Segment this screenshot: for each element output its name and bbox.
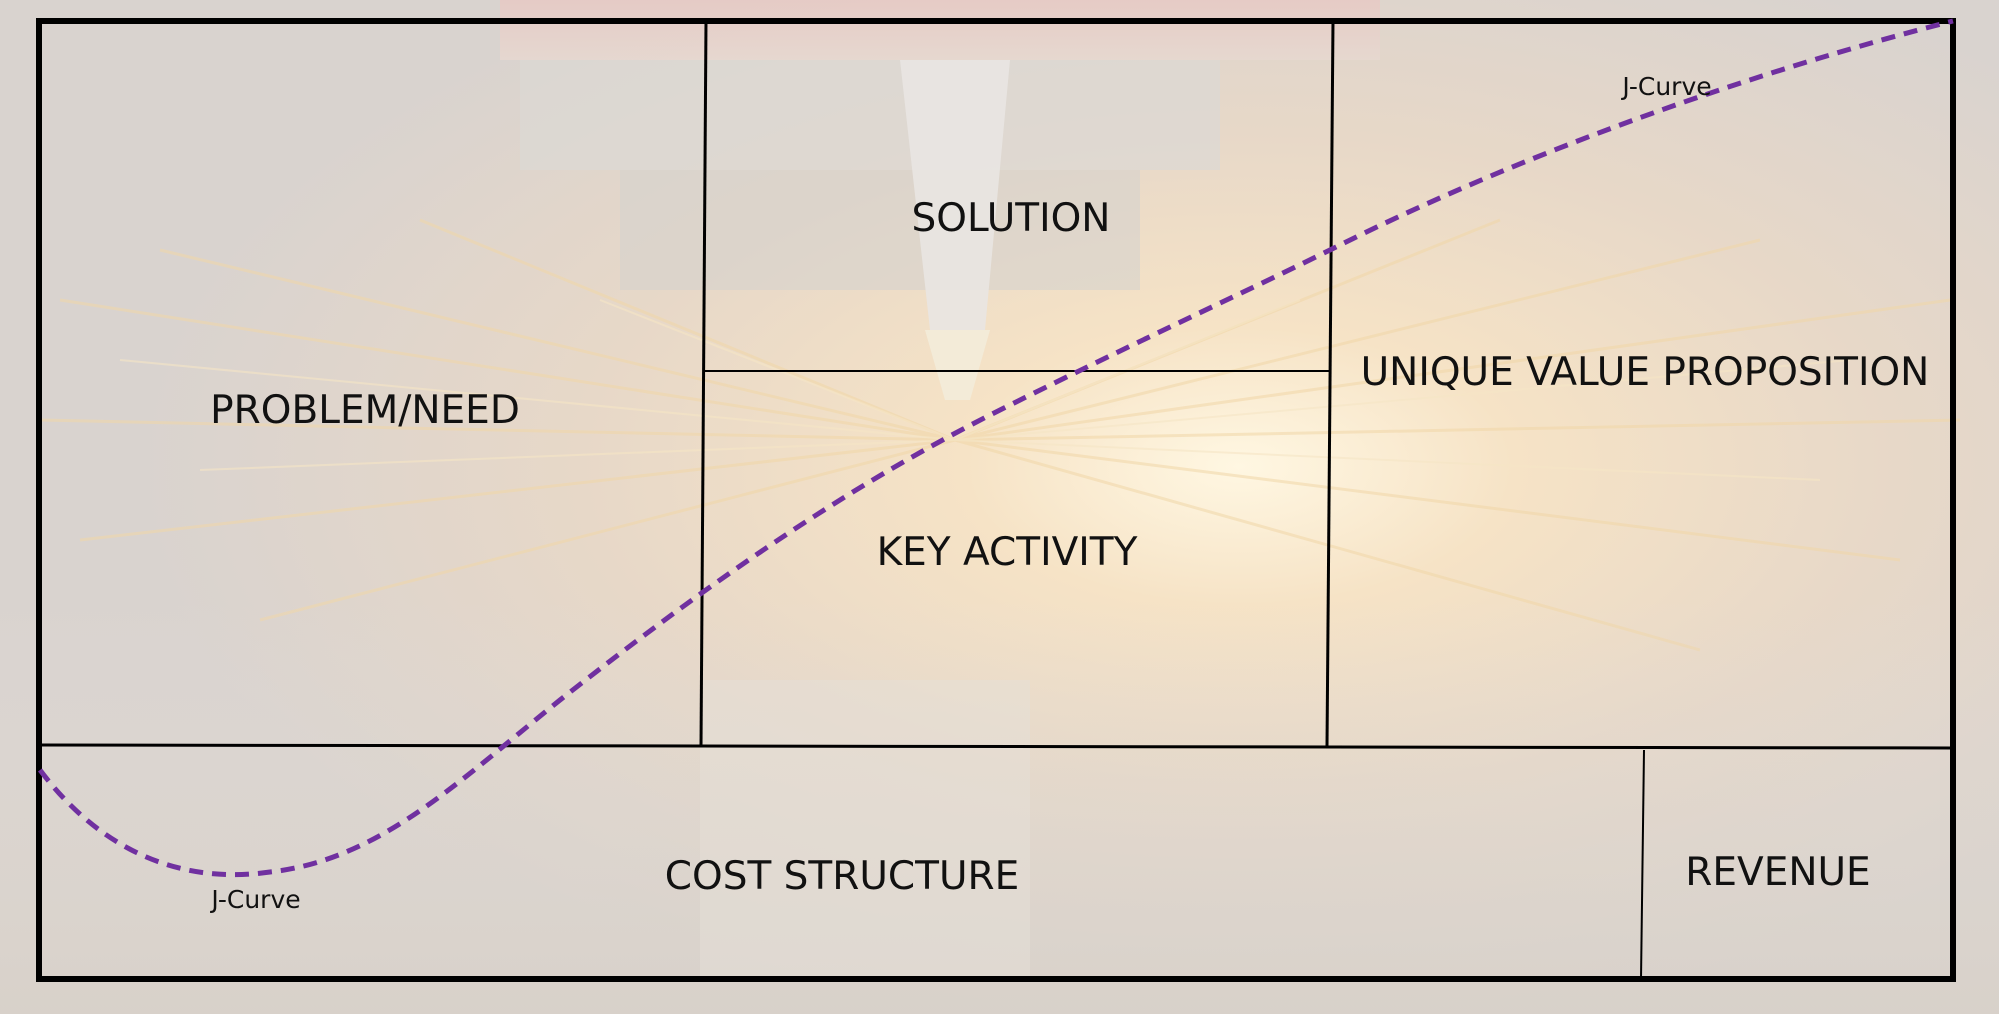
j-curve-line bbox=[38, 18, 1954, 878]
divider-solution-uvp bbox=[1325, 20, 1335, 747]
cost-structure-label: COST STRUCTURE bbox=[665, 854, 1019, 899]
solution-label: SOLUTION bbox=[912, 196, 1111, 241]
divider-cost-revenue bbox=[1640, 749, 1645, 980]
unique-value-proposition-label: UNIQUE VALUE PROPOSITION bbox=[1361, 350, 1930, 395]
canvas-outer-border bbox=[36, 18, 1956, 982]
j-curve-label-top: J-Curve bbox=[1620, 72, 1711, 101]
revenue-label: REVENUE bbox=[1685, 850, 1870, 895]
j-curve-label-bottom: J-Curve bbox=[209, 885, 300, 914]
problem-need-label: PROBLEM/NEED bbox=[210, 388, 520, 433]
divider-top-bottom bbox=[38, 743, 1954, 750]
divider-problem-solution bbox=[699, 20, 708, 747]
key-activity-label: KEY ACTIVITY bbox=[877, 530, 1138, 575]
